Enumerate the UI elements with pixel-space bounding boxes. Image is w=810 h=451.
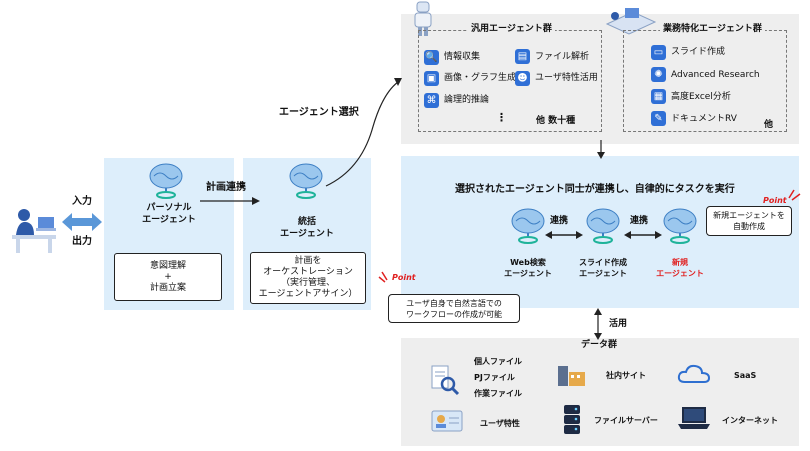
file-server-icon <box>564 405 580 434</box>
new-agent-label-2: エージェント <box>656 269 704 278</box>
special-agents-title: 業務特化エージェント群 <box>660 24 765 35</box>
image-icon: ▣ <box>424 71 439 86</box>
point-burst-left <box>378 271 388 283</box>
new-agent-brain-icon <box>663 208 697 244</box>
web-agent-label-1: Web検索 <box>510 258 546 267</box>
user-id-card-icon <box>431 410 463 432</box>
new-agent-callout: 新規エージェントを 自動作成 <box>706 206 792 236</box>
general-item-file-analysis: ファイル解析 <box>535 52 590 62</box>
general-agents-title: 汎用エージェント群 <box>468 24 555 35</box>
central-agent-title-2: エージェント <box>280 229 334 239</box>
execution-title: 選択されたエージェント同士が連携し、自律的にタスクを実行 <box>455 184 735 195</box>
general-item-user-traits: ユーザ特性活用 <box>535 73 598 83</box>
general-others-label: 他 数十種 <box>536 116 576 126</box>
intranet-building-icon <box>558 366 585 386</box>
file-search-icon <box>431 365 460 396</box>
personal-agent-title-1: パーソナル <box>146 203 192 213</box>
file-analysis-icon: ▤ <box>515 49 530 64</box>
personal-agent-brain-icon <box>149 163 183 199</box>
internet-label: インターネット <box>722 416 778 425</box>
general-item-logic: 論理的推論 <box>444 95 490 105</box>
slide-agent-brain-icon <box>586 208 620 244</box>
robot-icon <box>414 1 432 36</box>
special-item-excel: 高度Excel分析 <box>671 92 731 102</box>
central-agent-title-1: 統括 <box>297 217 316 227</box>
central-agent-brain-icon <box>289 163 323 199</box>
general-item-image-graph: 画像・グラフ生成 <box>444 73 517 83</box>
files-label-3: 作業ファイル <box>474 389 522 398</box>
spreadsheet-icon: ▦ <box>651 89 666 104</box>
link-arrow-1 <box>545 231 583 239</box>
files-label-2: PJファイル <box>474 373 515 382</box>
file-server-label: ファイルサーバー <box>594 416 658 425</box>
special-others-label: 他 <box>764 120 774 130</box>
cloud-icon <box>677 364 711 383</box>
plan-link-arrow <box>200 197 260 205</box>
data-panel <box>401 338 799 446</box>
agent-select-label: エージェント選択 <box>279 107 359 118</box>
special-item-doc-review: ドキュメントRV <box>671 114 737 124</box>
special-item-slide: スライド作成 <box>671 47 726 57</box>
link-label-1: 連携 <box>550 216 569 226</box>
link-label-2: 連携 <box>630 216 649 226</box>
files-label-1: 個人ファイル <box>474 357 522 366</box>
point-burst-right <box>788 189 801 201</box>
general-item-info-gathering: 情報収集 <box>444 52 481 62</box>
laptop-icon <box>678 407 710 429</box>
search-icon: 🔍 <box>424 50 439 65</box>
business-desk-icon <box>605 8 657 35</box>
saas-label: SaaS <box>734 371 757 380</box>
central-agent-task-box: 計画を オーケストレーション （実行管理、 エージェントアサイン） <box>250 252 366 304</box>
input-label: 入力 <box>72 196 92 207</box>
slide-agent-label-1: スライド作成 <box>579 258 627 267</box>
slide-icon: ▭ <box>651 45 666 60</box>
user-traits-label: ユーザ特性 <box>480 419 520 428</box>
workflow-callout: ユーザ自身で自然言語での ワークフローの作成が可能 <box>388 294 520 323</box>
output-label: 出力 <box>72 236 92 247</box>
intranet-label: 社内サイト <box>606 371 646 380</box>
web-agent-brain-icon <box>511 208 545 244</box>
web-agent-label-2: エージェント <box>504 269 552 278</box>
user-at-desk-icon <box>12 209 56 253</box>
pool-to-execution-arrow <box>597 140 605 159</box>
personal-agent-task-box: 意図理解 + 計画立案 <box>114 253 222 301</box>
new-agent-label-1: 新規 <box>672 258 688 267</box>
data-title: データ群 <box>581 340 618 350</box>
lightbulb-icon: ✺ <box>651 67 666 82</box>
slide-agent-label-2: エージェント <box>579 269 627 278</box>
link-arrow-2 <box>624 231 662 239</box>
logic-icon: ⌘ <box>424 93 439 108</box>
document-review-icon: ✎ <box>651 111 666 126</box>
io-double-arrow <box>62 213 102 231</box>
use-label: 活用 <box>609 319 628 329</box>
plan-link-label: 計画連携 <box>206 182 246 193</box>
use-double-arrow <box>594 308 602 340</box>
user-traits-icon: ☻ <box>515 71 530 86</box>
general-more-dots: ⋮ <box>496 111 507 124</box>
agent-pool-panel <box>401 14 799 144</box>
special-item-research: Advanced Research <box>671 70 760 80</box>
point-label-right: Point <box>763 196 787 205</box>
agent-select-arrow <box>325 78 402 187</box>
point-label-left: Point <box>392 273 416 282</box>
personal-agent-title-2: エージェント <box>142 215 196 225</box>
